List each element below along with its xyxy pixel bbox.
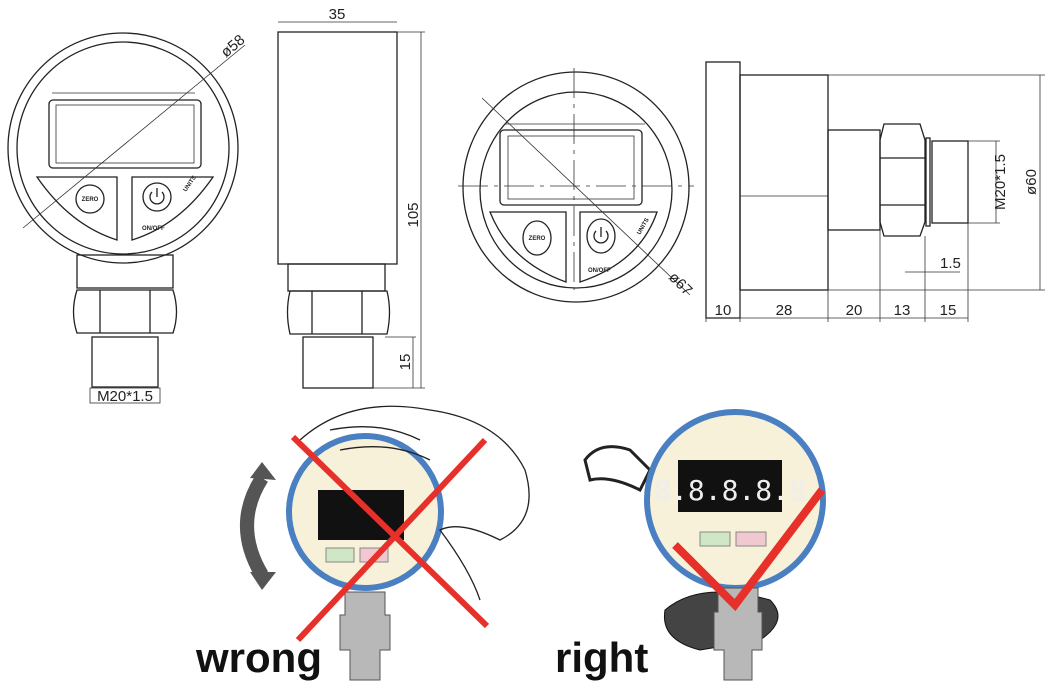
- thread-label-box: [89, 387, 161, 404]
- gauge-button: [699, 531, 731, 547]
- thread: [91, 336, 159, 388]
- gauge-stem: [339, 591, 391, 681]
- right-label: right: [555, 634, 648, 681]
- segment-label: 13: [894, 302, 911, 319]
- flange: [705, 61, 741, 319]
- segment-label: 10: [715, 302, 732, 319]
- wrong-installation: wrong: [195, 405, 530, 681]
- front-view-2: ZERO ON/OFF UNITS ø67: [458, 68, 695, 303]
- neck: [827, 129, 881, 231]
- front-view-1: ZERO ON/OFF UNITS ø58 M20*1.5: [7, 31, 249, 405]
- outer-case: [7, 32, 239, 264]
- diameter-line: [22, 44, 246, 229]
- left-button-panel: [35, 176, 118, 241]
- washer: [925, 137, 931, 227]
- left-button-panel: [489, 211, 567, 283]
- cross-mark: [290, 434, 490, 629]
- check-mark: [672, 487, 826, 612]
- zero-label: ZERO: [529, 236, 546, 242]
- height-label: 105: [405, 202, 422, 227]
- case-body: [277, 31, 398, 265]
- diameter-label: ø58: [218, 31, 249, 61]
- thread-label: M20*1.5: [97, 388, 153, 405]
- wrong-label: wrong: [195, 634, 322, 681]
- side-view-1: 35 105 15: [277, 6, 425, 389]
- wrench-icon: [583, 445, 652, 493]
- segment-label: 28: [776, 302, 793, 319]
- thread: [302, 336, 374, 389]
- width-label: 35: [329, 6, 346, 23]
- gauge-stem: [713, 587, 763, 681]
- right-installation: 8.8.8.8.8 right: [555, 409, 826, 681]
- inner-bezel: [479, 91, 673, 289]
- finger-lines: [329, 426, 431, 461]
- units-label: UNITS: [183, 175, 198, 193]
- gap-label: 1.5: [940, 255, 961, 272]
- display-frame: [499, 129, 643, 206]
- thread-label: M20*1.5: [992, 154, 1009, 210]
- segment-label: 15: [940, 302, 957, 319]
- thread-length-label: 15: [397, 354, 414, 371]
- arrow-heads: [250, 462, 276, 590]
- gauge-display: [678, 460, 782, 512]
- thread: [931, 140, 969, 224]
- power-button: [142, 182, 172, 212]
- display-window: [55, 104, 195, 164]
- display-frame: [48, 99, 202, 169]
- case-body: [739, 74, 829, 291]
- outer-case: [462, 71, 690, 303]
- diameter-label: ø60: [1023, 169, 1040, 195]
- diameter-label: ø67: [665, 269, 695, 299]
- stem: [76, 254, 174, 289]
- hex-nut: [879, 123, 926, 237]
- right-button-panel: [579, 211, 658, 283]
- power-icon: [149, 188, 165, 205]
- segment-label: 20: [846, 302, 863, 319]
- power-icon: [593, 227, 609, 244]
- hex-nut: [72, 289, 178, 334]
- length-dim-lines: [705, 223, 969, 322]
- zero-button: [522, 220, 552, 256]
- zero-label: ZERO: [82, 197, 99, 203]
- onoff-label: ON/OFF: [588, 268, 611, 274]
- units-label: UNITS: [637, 217, 651, 236]
- gauge-button: [735, 531, 767, 547]
- onoff-label: ON/OFF: [142, 226, 165, 232]
- rotate-arrow-icon: [240, 474, 269, 579]
- display-window: [507, 135, 635, 200]
- side-view-2: ø60 M20*1.5 1.5 10 28 20 13 15: [705, 61, 1045, 322]
- zero-button: [75, 184, 105, 214]
- stem: [287, 263, 386, 292]
- hand-outline: [299, 405, 530, 601]
- hex-nut: [286, 290, 391, 335]
- cross-mark: [295, 437, 488, 643]
- right-button-panel: [131, 176, 215, 241]
- diameter-line: [481, 97, 691, 296]
- inner-bezel: [16, 41, 230, 255]
- gauge-button: [325, 547, 355, 563]
- power-button: [586, 218, 616, 254]
- display-digits: 8.8.8.8.8: [654, 474, 806, 507]
